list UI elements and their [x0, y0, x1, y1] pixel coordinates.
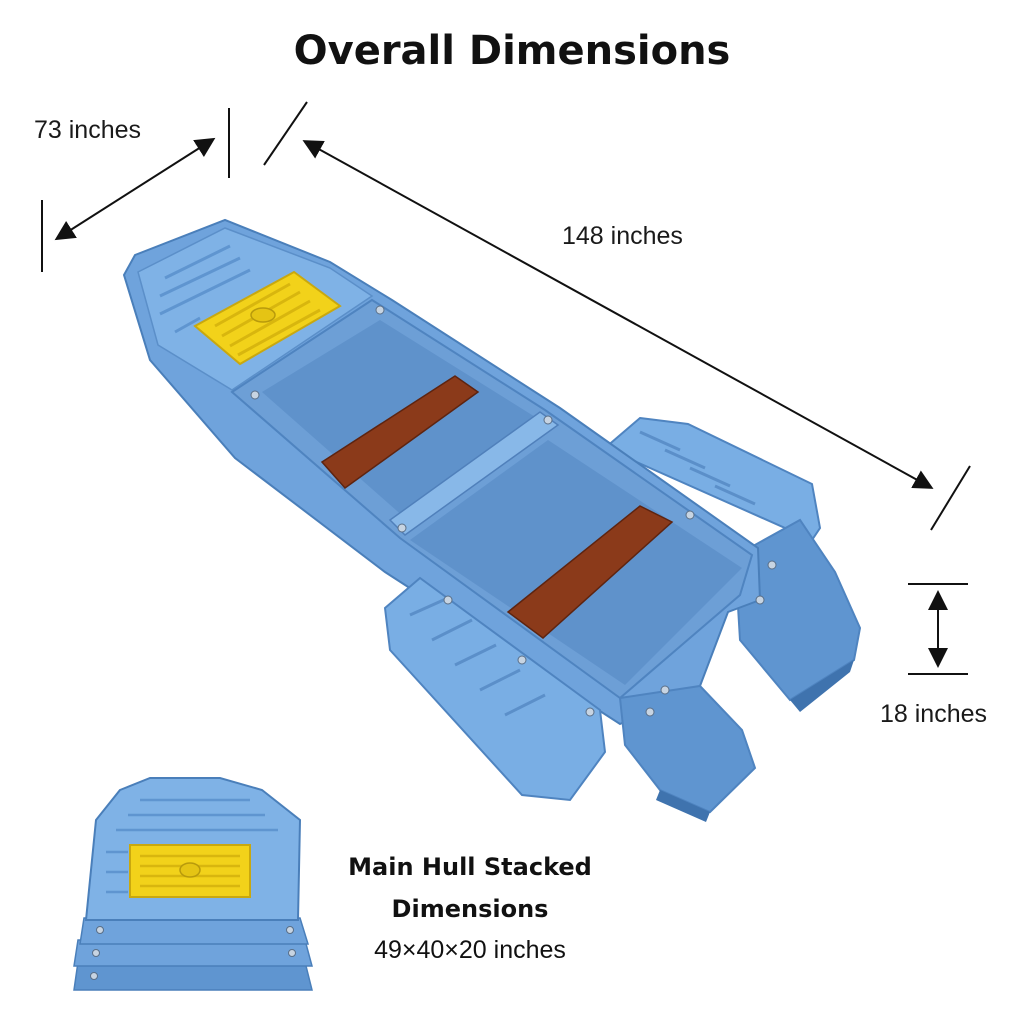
height-label: 18 inches — [880, 700, 988, 728]
stacked-yellow-pad — [129, 844, 251, 898]
width-dimension-arrow — [41, 108, 230, 272]
left-pontoon — [383, 576, 757, 822]
bench-seat-front — [320, 375, 480, 490]
stacked-dimensions-title: Main Hull Stacked Dimensions — [330, 846, 610, 930]
stacked-dimensions-value: 49×40×20 inches — [374, 936, 566, 964]
length-label: 148 inches — [562, 222, 683, 250]
stacked-title-line1: Main Hull Stacked — [348, 853, 592, 881]
height-dimension-arrow — [908, 583, 968, 675]
width-label: 73 inches — [34, 116, 142, 144]
boat — [122, 218, 862, 822]
yellow-deck-pad — [193, 270, 342, 366]
page-title: Overall Dimensions — [293, 28, 731, 74]
bench-seat-rear — [506, 505, 674, 639]
stacked-hull-illustration — [73, 777, 313, 991]
length-dimension-arrow — [263, 101, 971, 531]
stacked-title-line2: Dimensions — [391, 895, 549, 923]
